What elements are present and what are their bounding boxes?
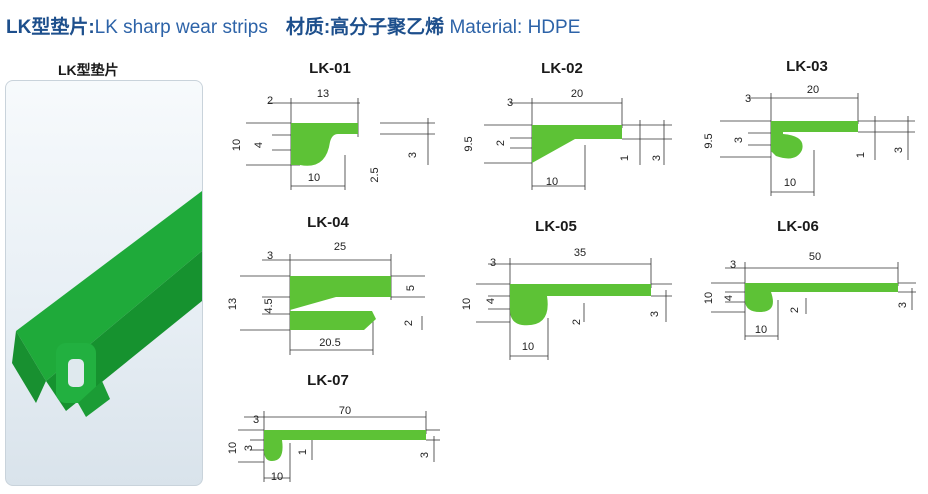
dimension-label: 3 bbox=[490, 257, 496, 269]
profile-shape-lk-03 bbox=[771, 121, 858, 159]
dimension-label: 5 bbox=[405, 285, 417, 291]
profile-shape-lk-05 bbox=[510, 284, 651, 326]
dimension-label: 3 bbox=[243, 445, 255, 451]
label-lk-01: LK-01 bbox=[309, 60, 351, 77]
dimension-label: 35 bbox=[574, 247, 586, 259]
dimension-label: 3 bbox=[267, 250, 273, 262]
dimension-label: 70 bbox=[339, 405, 351, 417]
dimension-label: 10 bbox=[271, 471, 283, 483]
material-label: 材质:高分子聚乙烯 bbox=[285, 17, 445, 38]
profile-lk-01: 2 13 10 4 10 2.5 3 bbox=[231, 88, 435, 190]
dimension-label: 3 bbox=[651, 155, 663, 161]
profile-shape-lk-07 bbox=[264, 430, 426, 461]
dimension-label: 3 bbox=[253, 414, 259, 426]
dimension-label: 10 bbox=[231, 139, 243, 151]
dimension-label: 2 bbox=[571, 319, 583, 325]
dimension-label: 3 bbox=[745, 93, 751, 105]
profile-lk-07: 3 70 10 3 10 1 3 bbox=[227, 405, 440, 483]
label-lk-05: LK-05 bbox=[535, 218, 577, 235]
dimension-label: 20.5 bbox=[319, 337, 340, 349]
label-lk-02: LK-02 bbox=[541, 60, 583, 77]
dimension-label: 4 bbox=[253, 142, 265, 148]
profile-lk-06: 3 50 10 4 10 2 3 bbox=[703, 251, 916, 340]
dimension-label: 25 bbox=[334, 241, 346, 253]
dimension-label: 10 bbox=[522, 341, 534, 353]
dimension-label: 10 bbox=[784, 177, 796, 189]
title-cn: LK型垫片: bbox=[6, 17, 95, 38]
dimension-label: 13 bbox=[227, 298, 239, 310]
dimension-label: 10 bbox=[308, 172, 320, 184]
label-lk-03: LK-03 bbox=[786, 58, 828, 75]
dimension-label: 9.5 bbox=[703, 133, 715, 148]
profile-shape-lk-06 bbox=[745, 283, 898, 312]
dimension-label: 2 bbox=[789, 307, 801, 313]
dimension-label: 1 bbox=[855, 152, 867, 158]
material-en: Material: HDPE bbox=[449, 17, 581, 38]
page-title: LK型垫片:LK sharp wear strips 材质:高分子聚乙烯 Mate… bbox=[6, 12, 580, 39]
dimension-label: 3 bbox=[733, 137, 745, 143]
dimension-label: 2 bbox=[267, 95, 273, 107]
dimension-label: 1 bbox=[297, 449, 309, 455]
profile-lk-02: 3 20 9.5 2 10 1 3 bbox=[463, 88, 672, 190]
dimension-label: 3 bbox=[507, 97, 513, 109]
dimension-label: 4.5 bbox=[263, 298, 275, 313]
profile-lk-03: 3 20 9.5 3 10 1 3 bbox=[703, 84, 915, 196]
label-lk-06: LK-06 bbox=[777, 218, 819, 235]
dimension-label: 3 bbox=[419, 452, 431, 458]
dimension-label: 3 bbox=[897, 302, 909, 308]
profile-lk-04: 3 25 13 4.5 5 20.5 2 bbox=[227, 241, 425, 355]
profile-lk-05: 3 35 10 4 10 2 3 bbox=[461, 247, 672, 360]
dimension-label: 10 bbox=[461, 298, 473, 310]
dimension-label: 3 bbox=[407, 152, 419, 158]
dimension-label: 10 bbox=[703, 292, 715, 304]
dimension-label: 50 bbox=[809, 251, 821, 263]
dimension-label: 2 bbox=[403, 320, 415, 326]
dimension-label: 2 bbox=[495, 140, 507, 146]
dimension-label: 1 bbox=[619, 155, 631, 161]
dimension-label: 3 bbox=[730, 259, 736, 271]
dimension-label: 10 bbox=[755, 324, 767, 336]
dimension-label: 3 bbox=[649, 311, 661, 317]
dimension-label: 20 bbox=[807, 84, 819, 96]
label-lk-07: LK-07 bbox=[307, 372, 349, 389]
dimension-label: 2.5 bbox=[369, 167, 381, 182]
dimension-label: 9.5 bbox=[463, 136, 475, 151]
profile-shape-lk-01 bbox=[291, 123, 358, 166]
dimension-label: 10 bbox=[227, 442, 239, 454]
title-en: LK sharp wear strips bbox=[94, 17, 268, 38]
photo-caption: LK型垫片 bbox=[58, 62, 119, 78]
profile-shape-lk-02 bbox=[532, 125, 622, 163]
dimension-label: 20 bbox=[571, 88, 583, 100]
product-photo bbox=[5, 80, 203, 486]
dimension-label: 4 bbox=[723, 295, 735, 301]
profile-shape-lk-04 bbox=[290, 276, 391, 330]
dimension-label: 13 bbox=[317, 88, 329, 100]
label-lk-04: LK-04 bbox=[307, 214, 349, 231]
dimension-label: 4 bbox=[485, 298, 497, 304]
dimension-label: 3 bbox=[893, 147, 905, 153]
dimension-label: 10 bbox=[546, 176, 558, 188]
